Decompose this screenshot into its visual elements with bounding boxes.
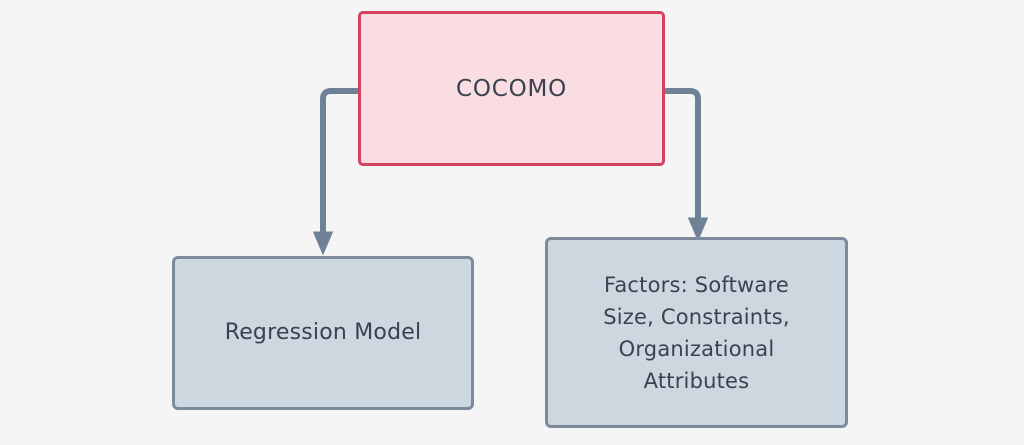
connector-cocomo-to-regression-model xyxy=(312,88,361,256)
node-cocomo[interactable]: COCOMO xyxy=(358,11,665,166)
node-factors[interactable]: Factors: Software Size, Constraints, Org… xyxy=(545,237,848,428)
node-regression-model-label: Regression Model xyxy=(224,320,422,345)
node-regression-model[interactable]: Regression Model xyxy=(172,256,474,410)
node-cocomo-label: COCOMO xyxy=(455,75,568,102)
node-factors-label: Factors: Software Size, Constraints, Org… xyxy=(603,272,790,393)
connector-cocomo-to-factors xyxy=(663,88,709,242)
